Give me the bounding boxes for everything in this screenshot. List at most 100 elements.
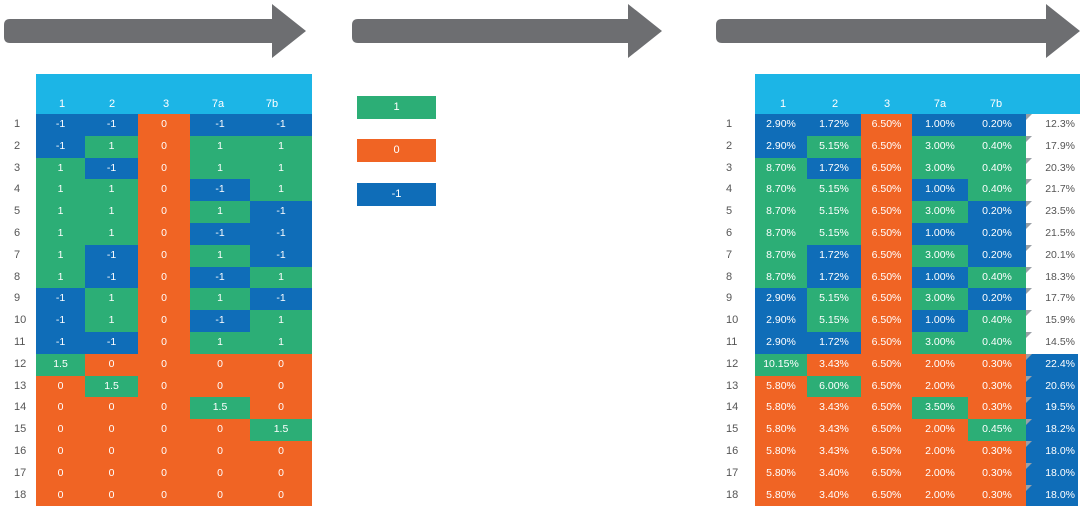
value-cell: 3.00% [912,288,968,311]
value-cell: 5.15% [807,201,861,223]
value-cell: 0.30% [968,462,1026,485]
comment-marker-icon [1026,157,1032,164]
row-label: 9 [14,292,21,305]
row-label: 6 [726,227,733,239]
value-cell: 3.00% [912,201,968,223]
value-cell: 5.15% [807,179,861,202]
result-value: 22.4% [1045,357,1075,370]
comment-marker-icon [1026,353,1032,360]
value-cell: 2.00% [912,462,968,485]
value-cell: 3.40% [807,462,861,485]
design-cell: 1 [85,310,138,332]
design-cell: -1 [36,114,85,136]
design-cell: -1 [250,244,312,267]
value-cell: 0.20% [968,244,1026,267]
column-header: 1 [779,98,787,110]
design-cell: -1 [85,157,138,180]
row-label: 1 [14,118,21,130]
row-label: 11 [14,336,26,348]
value-cell: 6.50% [861,353,912,376]
value-cell: 5.80% [755,484,807,507]
value-cell: 3.43% [807,441,861,463]
value-cell: 3.40% [807,484,861,507]
column-header: 1 [58,98,66,110]
value-cell: 2.90% [755,310,807,332]
value-cell: 6.50% [861,484,912,507]
value-cell: 6.50% [861,397,912,420]
value-cell: 6.50% [861,441,912,463]
design-cell: -1 [190,114,250,136]
design-matrix-header: 1 2 3 7a 7b [36,74,312,114]
design-cell: 0 [250,353,312,376]
result-value: 18.0% [1045,488,1075,501]
value-cell: 6.50% [861,310,912,332]
row-label: 5 [14,205,21,218]
result-value: 17.9% [1045,139,1075,152]
design-cell: 0 [85,419,138,441]
value-cell: 0.40% [968,135,1026,158]
value-cell: 5.15% [807,135,861,158]
result-value: 20.6% [1045,379,1075,392]
result-value: 20.1% [1045,248,1075,261]
design-cell: -1 [85,266,138,289]
result-cell: 18.3% [1026,266,1078,289]
row-label: 14 [14,401,27,414]
row-label: 8 [726,270,733,283]
design-cell: 1 [36,266,85,289]
value-cell: 3.00% [912,332,968,354]
result-cell: 18.0% [1026,462,1078,485]
design-cell: 0 [36,419,85,441]
design-cell: 0 [36,375,85,398]
value-cell: 0.30% [968,375,1026,398]
comment-marker-icon [1026,288,1032,295]
design-cell: 0 [138,441,190,463]
design-cell: 1 [250,332,312,354]
row-label: 17 [14,466,27,479]
value-cell: 2.00% [912,375,968,398]
design-cell: -1 [190,310,250,332]
comment-marker-icon [1026,419,1032,426]
design-cell: -1 [250,288,312,311]
result-cell: 18.2% [1026,419,1078,441]
design-cell: 0 [138,288,190,311]
result-cell: 21.7% [1026,179,1078,202]
design-cell: 1 [250,179,312,202]
design-cell: 0 [190,462,250,485]
value-cell: 0.40% [968,266,1026,289]
arrow-right-icon [4,4,306,58]
result-value: 15.9% [1045,314,1075,327]
comment-marker-icon [1026,114,1032,120]
row-label: 7 [14,248,21,261]
row-label: 11 [726,336,738,348]
design-cell: 0 [138,310,190,332]
design-cell: -1 [190,223,250,245]
arrow-right-icon [352,4,662,58]
result-value: 18.0% [1045,445,1075,457]
result-cell: 20.1% [1026,244,1078,267]
value-cell: 8.70% [755,244,807,267]
design-cell: 0 [138,266,190,289]
comment-marker-icon [1026,441,1032,447]
value-cell: 0.30% [968,484,1026,507]
row-label: 18 [14,488,27,501]
value-cell: 0.40% [968,310,1026,332]
design-cell: 0 [85,353,138,376]
design-cell: 1 [250,157,312,180]
result-cell: 19.5% [1026,397,1078,420]
result-value: 21.5% [1045,227,1075,239]
value-cell: 2.90% [755,332,807,354]
value-cell: 0.40% [968,332,1026,354]
value-cell: 1.72% [807,244,861,267]
design-cell: 1 [85,288,138,311]
value-cell: 5.80% [755,462,807,485]
result-value: 20.3% [1045,161,1075,174]
design-cell: 1 [250,310,312,332]
design-cell: 0 [190,353,250,376]
value-cell: 3.43% [807,353,861,376]
design-cell: 1 [85,201,138,223]
row-label: 16 [726,445,739,457]
value-cell: 0.30% [968,353,1026,376]
design-cell: 0 [138,114,190,136]
value-cell: 6.00% [807,375,861,398]
row-label: 9 [726,292,733,305]
